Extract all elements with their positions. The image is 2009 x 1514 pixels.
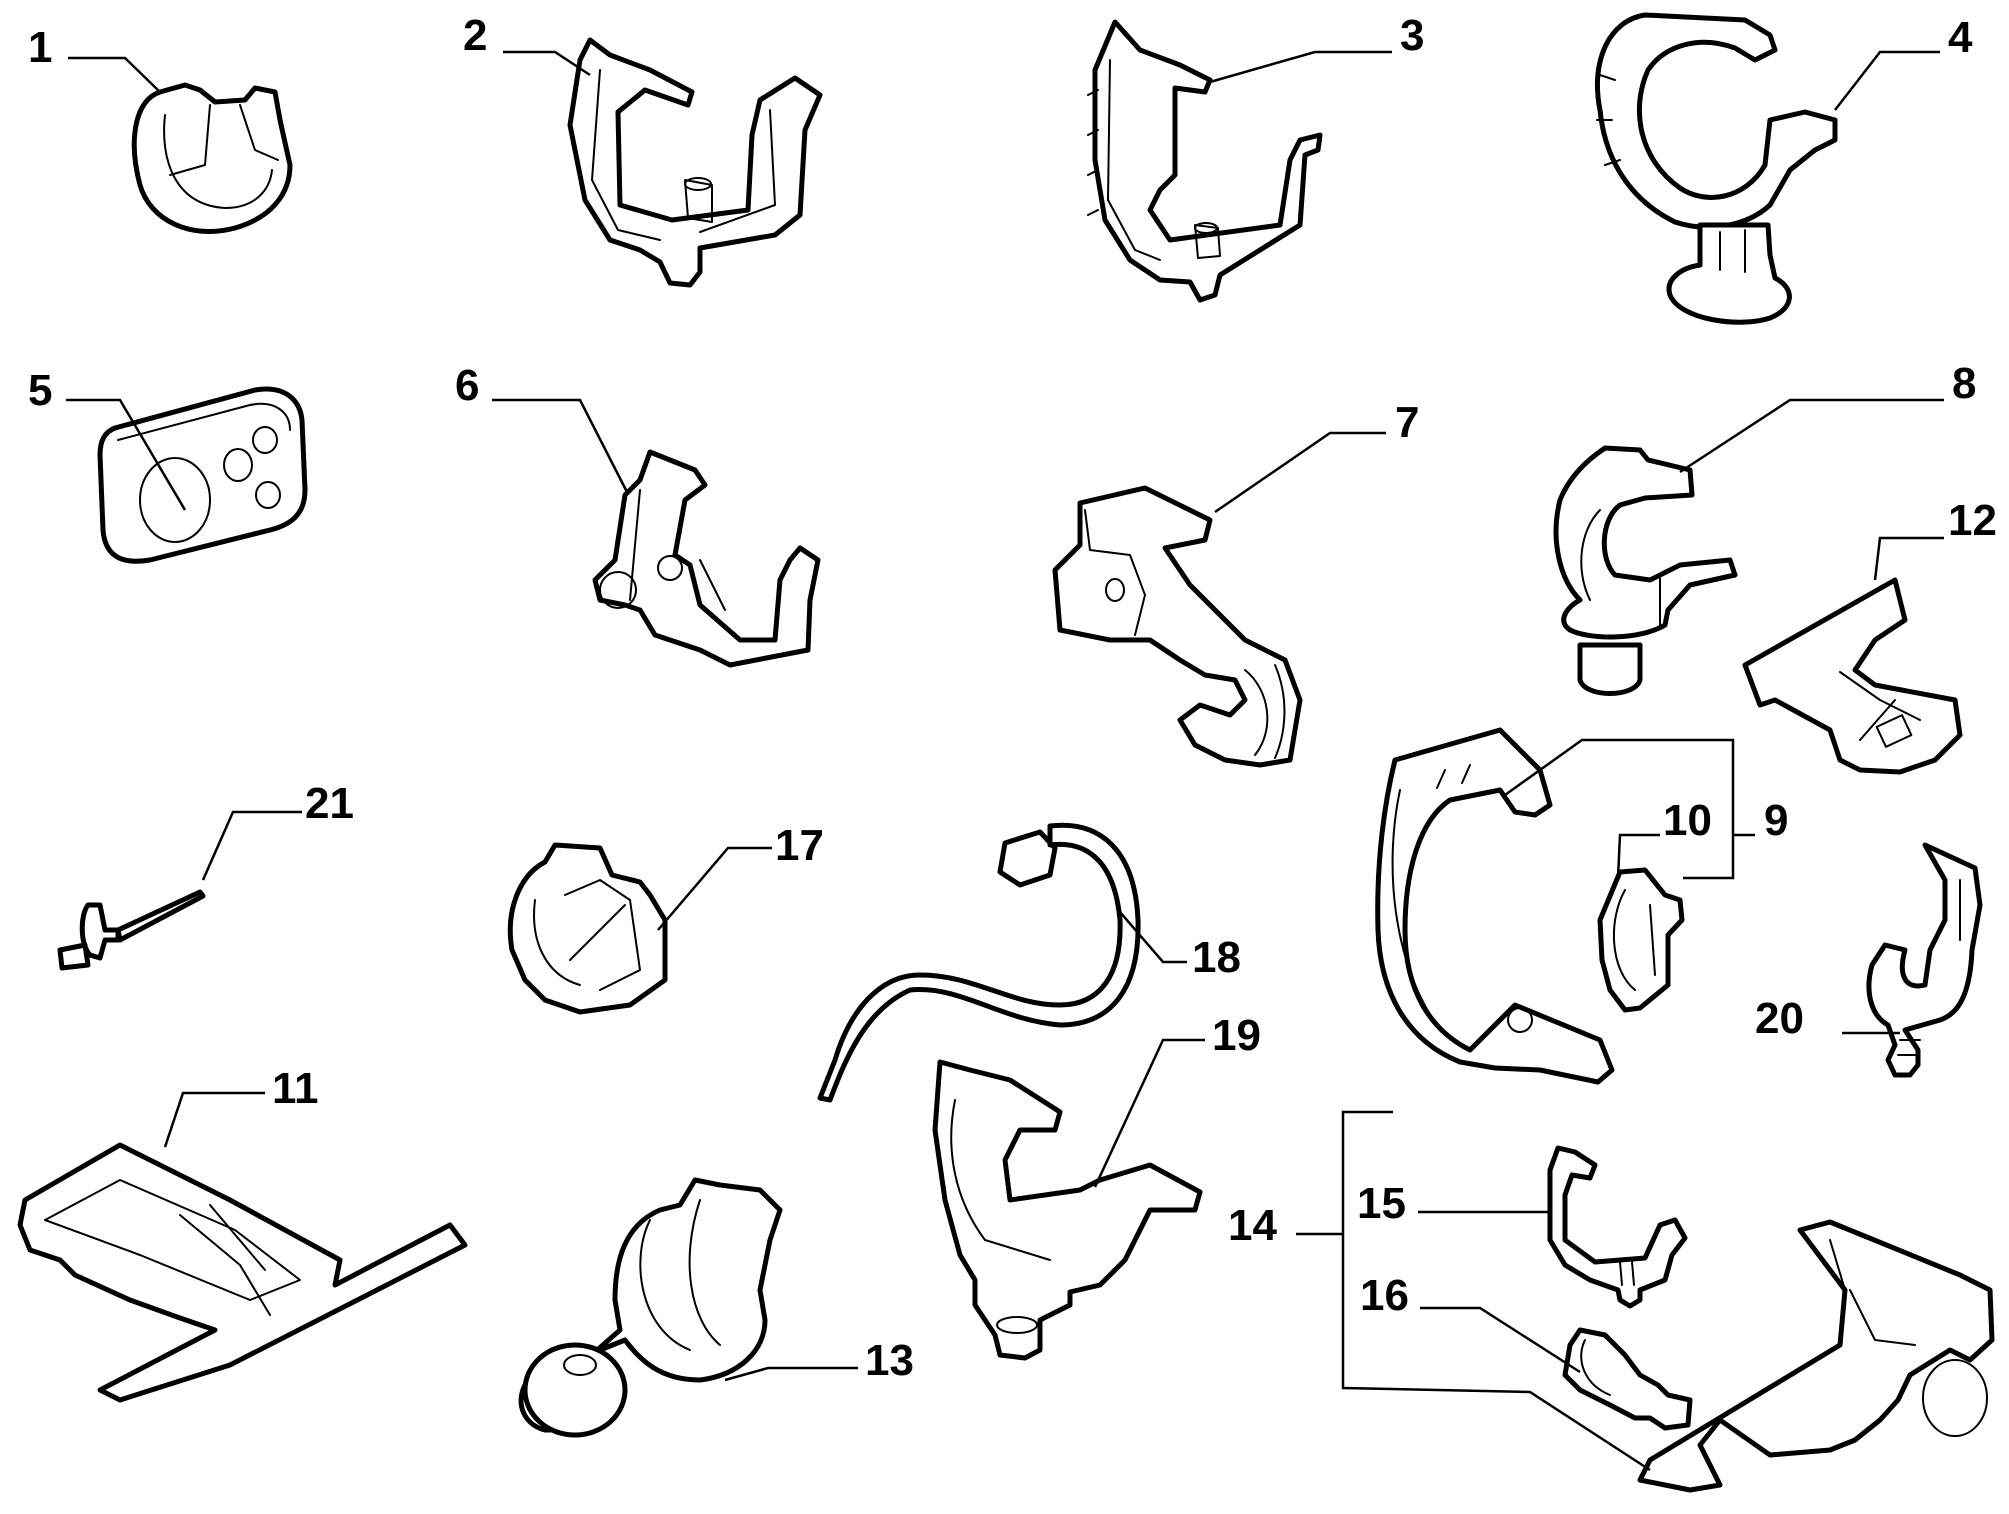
- part-17-cable-clip: [507, 842, 668, 1015]
- callout-21: 21: [305, 779, 354, 828]
- callout-7: 7: [1395, 398, 1419, 447]
- leader-5: [66, 398, 187, 511]
- part-4-round-clip-base: [1594, 12, 1838, 325]
- leader-16: [1420, 1306, 1581, 1374]
- callout-13: 13: [865, 1336, 914, 1385]
- leader-12: [1873, 536, 1944, 581]
- leader-19: [1093, 1038, 1205, 1188]
- callout-11: 11: [272, 1064, 319, 1113]
- part-14-large-bracket: [1637, 1219, 1995, 1493]
- part-7-angled-bracket: [1052, 485, 1303, 768]
- callout-9: 9: [1764, 796, 1788, 845]
- part-12-flat-bracket: [1742, 577, 1963, 775]
- callout-19: 19: [1212, 1011, 1261, 1060]
- callout-4: 4: [1948, 13, 1973, 62]
- callout-2: 2: [463, 11, 487, 60]
- callout-15: 15: [1357, 1179, 1406, 1228]
- leader-6: [492, 398, 630, 495]
- part-5-grommet-plate: [97, 386, 308, 564]
- part-13-spool-clip: [518, 1177, 783, 1438]
- part-19-mount-clip: [932, 1059, 1203, 1361]
- callout-17: 17: [775, 821, 824, 870]
- part-1-hose-clip: [131, 82, 293, 234]
- leader-13: [724, 1366, 858, 1382]
- callout-3: 3: [1400, 11, 1424, 60]
- leader-2: [503, 50, 591, 77]
- leader-18: [1119, 911, 1187, 964]
- callout-1: 1: [28, 23, 52, 72]
- callout-18: 18: [1192, 933, 1241, 982]
- part-20-j-clip-stem: [1866, 842, 1983, 1078]
- part-21-rivet: [57, 889, 206, 971]
- part-16-fitting-clip: [1562, 1327, 1693, 1431]
- part-15-small-u-bracket: [1547, 1145, 1688, 1309]
- callout-16: 16: [1360, 1271, 1409, 1320]
- part-8-double-clip-post: [1553, 445, 1738, 696]
- leader-3: [1209, 50, 1392, 84]
- leader-9: [1504, 738, 1735, 880]
- leader-1: [68, 56, 161, 93]
- callout-8: 8: [1952, 359, 1976, 408]
- leader-21: [201, 810, 302, 881]
- leader-14-bracket: [1341, 1110, 1651, 1472]
- callout-12: 12: [1948, 496, 1997, 545]
- part-11-t-base-plate: [17, 1142, 468, 1403]
- part-10-hose-clip: [1597, 867, 1685, 1013]
- part-9-curved-strap: [1375, 727, 1615, 1085]
- callout-14: 14: [1228, 1201, 1277, 1250]
- leader-11: [163, 1091, 265, 1148]
- part-3-ribbed-bracket-clip: [1087, 19, 1323, 303]
- callout-6: 6: [455, 361, 479, 410]
- leader-17: [657, 846, 772, 931]
- leader-4: [1834, 50, 1940, 111]
- part-2-u-bracket-clip: [567, 37, 823, 288]
- callout-20: 20: [1755, 994, 1804, 1043]
- part-18-cable-tie: [817, 822, 1141, 1103]
- callout-5: 5: [28, 366, 52, 415]
- callout-10: 10: [1663, 796, 1712, 845]
- part-6-pin-clip: [592, 449, 821, 668]
- leader-8: [1679, 398, 1944, 474]
- leader-lines: [66, 50, 1944, 1472]
- leader-7: [1214, 431, 1386, 514]
- callout-labels: 1 2 3 4 5 6 7 8 12 21 17 10 9 18 20 19 1…: [28, 11, 1997, 1385]
- leader-10: [1616, 833, 1660, 879]
